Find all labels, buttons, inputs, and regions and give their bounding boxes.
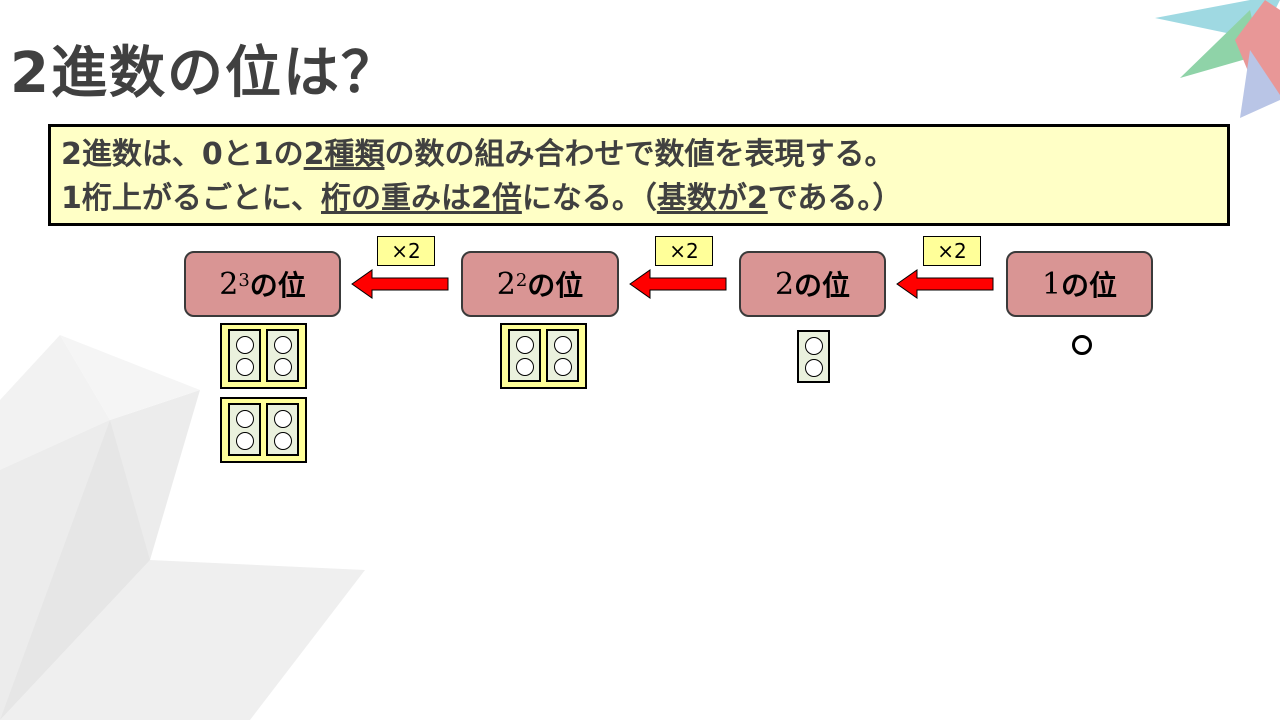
info-box: 2進数は、0と1の2種類の数の組み合わせで数値を表現する。 1桁上がるごとに、桁…: [48, 124, 1230, 226]
info-underlined: は: [440, 181, 471, 216]
info-text: 1桁上がるごとに、: [61, 181, 321, 216]
coin-icon: [273, 336, 292, 354]
coin-icon: [235, 432, 254, 450]
coin-icon: [804, 337, 823, 355]
left-arrow-icon: [629, 269, 727, 299]
double-card: [500, 323, 587, 389]
place-exponent: 2: [515, 269, 528, 291]
multiplier-label: ×2: [377, 236, 435, 266]
coin-icon: [235, 358, 254, 376]
info-underlined: 2種類: [303, 137, 385, 172]
coin-icon: [553, 358, 572, 376]
place-suffix: の位: [249, 269, 306, 302]
place-base: 2: [219, 266, 239, 302]
coin-icon: [515, 358, 534, 376]
coin-icon: [804, 359, 823, 377]
coin-card: [266, 329, 299, 382]
place-suffix: の位: [794, 269, 851, 302]
multiplier-label: ×2: [923, 236, 981, 266]
place-base: 2: [774, 266, 795, 302]
place-suffix: の位: [1061, 269, 1118, 302]
coin-card: [797, 330, 830, 383]
place-base: 2: [496, 266, 516, 302]
coin-card: [228, 403, 261, 456]
single-coin-icon: [1072, 335, 1092, 355]
coin-icon: [515, 336, 534, 354]
info-underlined: 2倍: [470, 181, 522, 216]
info-text: 2進数は、0と1の: [61, 137, 304, 172]
info-line-1: 2進数は、0と1の2種類の数の組み合わせで数値を表現する。: [61, 133, 1217, 177]
info-text: になる。（: [521, 181, 657, 216]
info-text: の数の組み合わせで数値を表現する。: [384, 137, 895, 172]
coin-card: [228, 329, 261, 382]
place-suffix: の位: [527, 269, 584, 302]
double-card: [220, 397, 307, 463]
coin-icon: [273, 410, 292, 428]
coin-icon: [553, 336, 572, 354]
coin-card: [508, 329, 541, 382]
multiplier-label: ×2: [655, 236, 713, 266]
place-exponent: 3: [238, 269, 250, 291]
coin-card: [546, 329, 579, 382]
left-arrow-icon: [351, 269, 449, 299]
info-underlined: 基数が2: [656, 181, 768, 216]
place-base: 1: [1041, 266, 1062, 302]
info-underlined: 桁の重み: [320, 181, 441, 216]
coin-icon: [273, 358, 292, 376]
double-card: [220, 323, 307, 389]
coin-icon: [235, 410, 254, 428]
coin-icon: [235, 336, 254, 354]
left-arrow-icon: [896, 269, 994, 299]
coin-card: [266, 403, 299, 456]
info-text: である。）: [767, 181, 903, 216]
coin-icon: [273, 432, 292, 450]
page-title: 2進数の位は？: [10, 41, 399, 106]
info-line-2: 1桁上がるごとに、桁の重みは2倍になる。（基数が2である。）: [61, 177, 1217, 221]
